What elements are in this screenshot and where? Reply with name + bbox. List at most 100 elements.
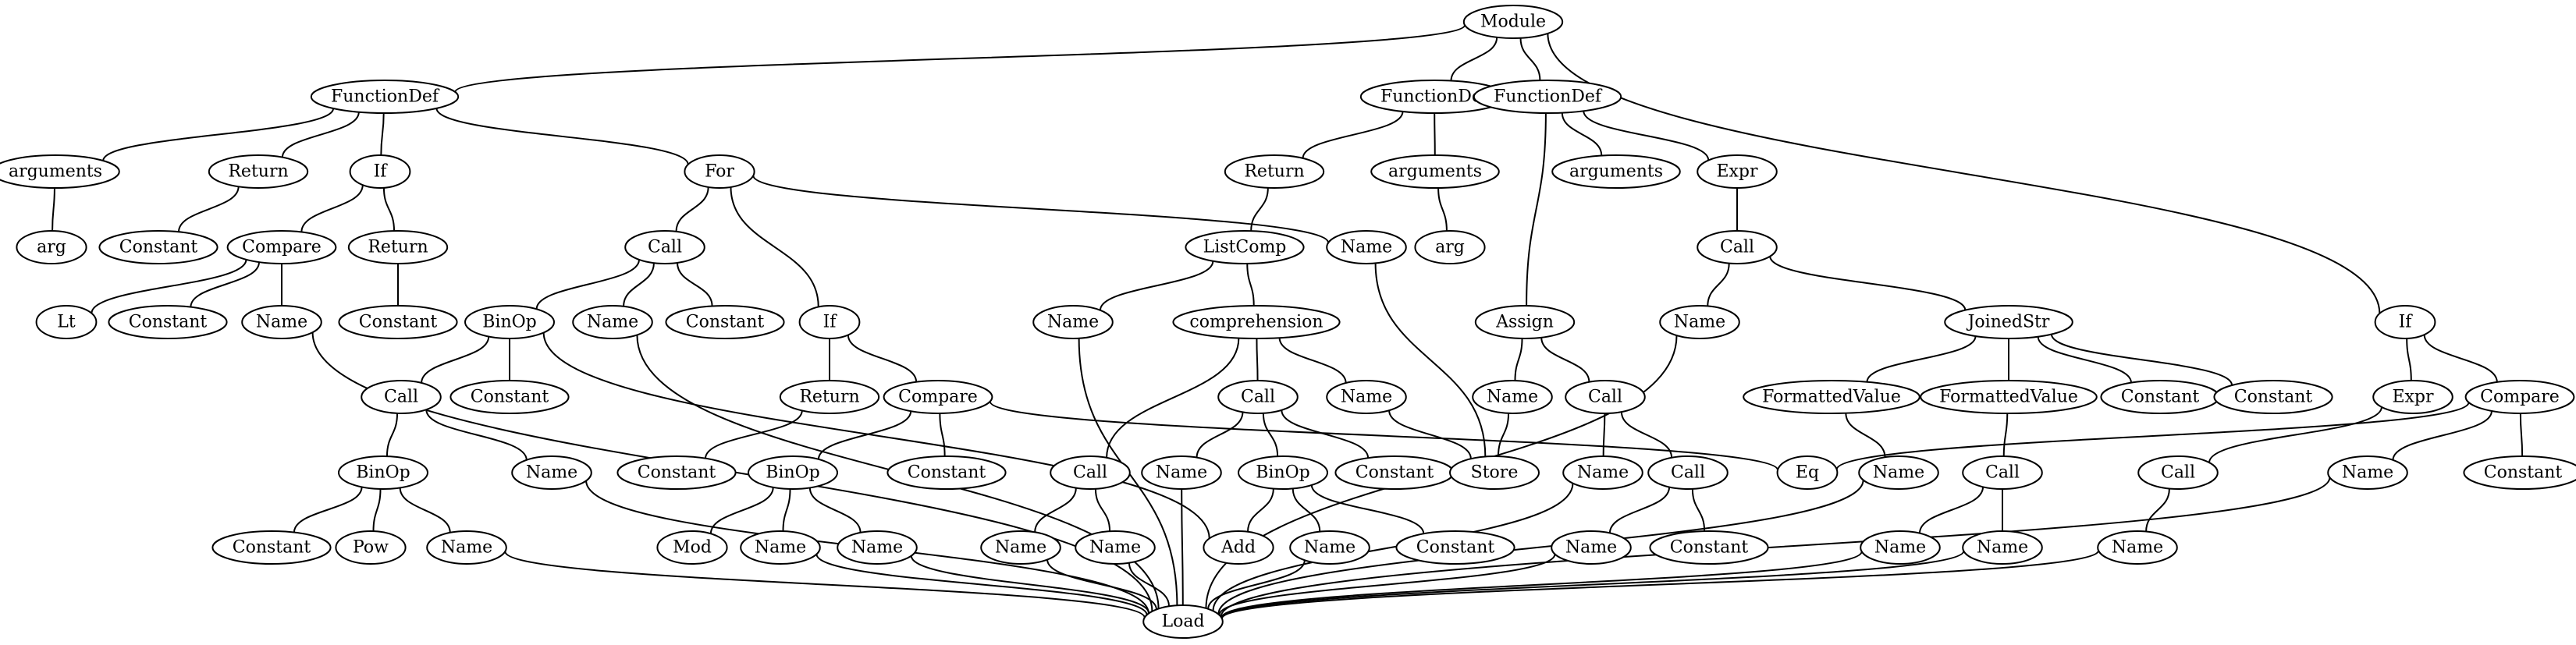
node-ellipse [1414,230,1486,264]
node-ellipse [2372,380,2453,414]
node-ellipse [2374,305,2436,339]
node-ellipse [1920,380,2098,414]
edge-n0-n2 [1450,37,1498,81]
node-label: arg [37,238,66,257]
edge-n59-n83 [1212,483,1574,611]
edge-n1-n5 [281,112,360,158]
node-ellipse [2213,380,2333,414]
edge-n56-n77 [1310,484,1425,534]
node-label: Call [384,388,418,407]
node-call: Call [1697,230,1778,264]
node-ellipse [108,305,228,339]
edge-n31-n42 [1540,337,1590,382]
node-label: Name [441,538,492,558]
node-name: Name [1472,380,1553,414]
edge-n54-n73 [1034,487,1077,533]
node-name: Name [1141,455,1222,490]
node-ellipse [464,305,555,339]
node-label: Name [1577,463,1629,483]
edge-n56-n75 [1247,488,1274,532]
node-ellipse [349,154,411,189]
node-ellipse [347,230,449,264]
node-arg: arg [1414,230,1486,264]
node-label: comprehension [1189,313,1323,332]
node-if: If [349,154,411,189]
node-label: Call [1073,463,1107,483]
node-label: Name [2112,538,2163,558]
node-label: Compare [242,238,322,257]
node-name: Name [1326,230,1407,264]
node-label: Name [1977,538,2028,558]
node-store: Store [1449,455,1540,490]
edge-n0-n1 [454,24,1466,93]
node-ellipse [0,154,120,189]
edge-n41-n58 [1497,413,1510,457]
node-label: Constant [686,313,765,332]
node-ellipse [338,455,428,490]
node-arguments: arguments [1551,154,1681,189]
node-ellipse [1697,154,1778,189]
node-ellipse [1032,305,1114,339]
node-label: arguments [1388,162,1482,182]
node-label: Constant [471,388,549,407]
node-label: Name [1341,238,1392,257]
node-ellipse [616,455,737,490]
node-ellipse [1449,455,1540,490]
node-label: Name [995,538,1046,558]
edge-n1-n6 [380,112,385,156]
node-return: Return [347,230,449,264]
edge-n72-n83 [910,555,1150,614]
node-label: Name [1873,463,1924,483]
node-ellipse [1659,305,1740,339]
edge-n20-n32 [1707,263,1730,307]
node-constant: Constant [665,305,785,339]
node-ellipse [1172,305,1341,339]
node-name: Name [572,305,653,339]
node-label: Return [799,388,859,407]
node-ellipse [1203,530,1274,565]
edge-n65-n83 [1220,477,2331,618]
node-label: Name [1089,538,1141,558]
edge-n52-n70 [709,487,774,534]
node-ellipse [338,305,458,339]
node-ellipse [1217,380,1299,414]
node-name: Name [1551,530,1632,565]
node-call: Call [361,380,442,414]
node-name: Name [1659,305,1740,339]
node-ellipse [1944,305,2073,339]
edge-n42-n59 [1602,413,1606,457]
node-label: Constant [1670,538,1749,558]
node-label: Mod [673,538,712,558]
node-ellipse [426,530,507,565]
node-listcomp: ListComp [1185,230,1305,264]
node-ellipse [1326,380,1407,414]
edge-n17-n29 [1099,260,1214,310]
node-name: Name [1858,455,1939,490]
node-ellipse [837,530,918,565]
node-label: Call [1588,388,1622,407]
edge-n54-n74 [1094,488,1111,532]
node-label: Expr [1716,162,1758,182]
node-name: Name [1326,380,1407,414]
node-ellipse [1289,530,1370,565]
node-label: ListComp [1203,238,1287,257]
node-label: Name [851,538,903,558]
node-constant: Constant [338,305,458,339]
node-label: Compare [898,388,978,407]
node-return: Return [208,154,309,189]
edge-n7-n28 [730,186,819,307]
node-arguments: arguments [1370,154,1500,189]
node-constant: Constant [616,455,737,490]
node-load: Load [1142,604,1224,639]
node-label: Call [648,238,682,257]
node-name: Name [740,530,821,565]
node-label: BinOp [766,463,820,483]
edge-n3-n11 [1583,111,1710,161]
node-ellipse [684,154,755,189]
node-label: Name [1487,388,1538,407]
node-constant: Constant [211,530,332,565]
node-eq: Eq [1776,455,1839,490]
edge-n49-n66 [293,487,363,533]
node-ellipse [1141,455,1222,490]
